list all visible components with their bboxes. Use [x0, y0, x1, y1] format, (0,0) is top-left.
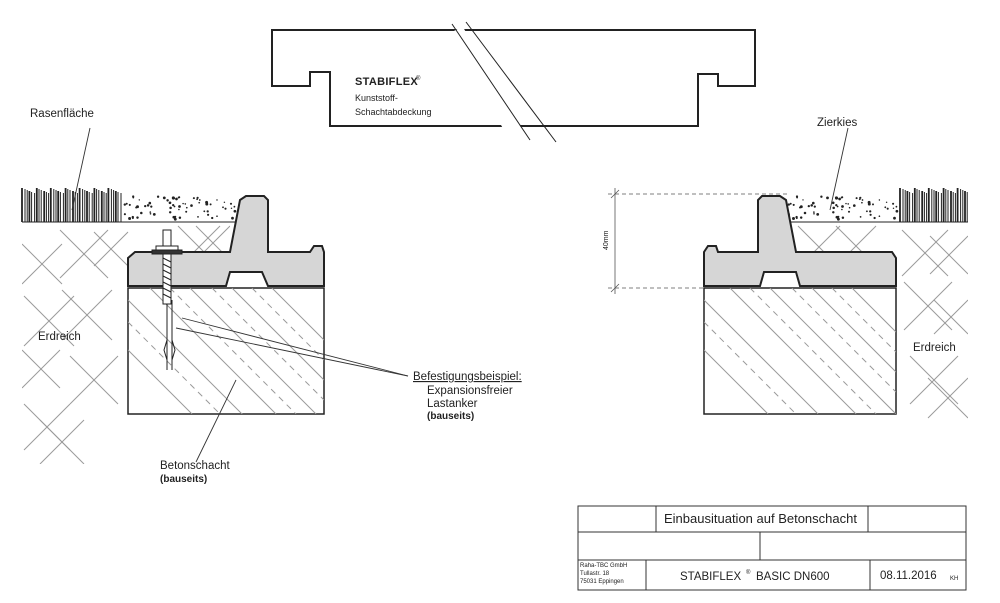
label-betonschacht: Betonschacht [160, 460, 230, 472]
label-erdreich-left: Erdreich [38, 331, 81, 343]
cover-line1: Kunststoff- [355, 93, 398, 103]
right-section: 40mm Zierkies Erdreich [603, 117, 968, 419]
label-erdreich-right: Erdreich [913, 342, 956, 354]
grass-left [21, 188, 122, 222]
dimension-label: 40mm [603, 230, 610, 250]
shaft-hatch-right [704, 288, 896, 414]
title-block-date: 08.11.2016 [880, 570, 937, 582]
ground-hatch-left [22, 225, 230, 464]
frame-profile-right [703, 195, 897, 287]
break-lines [448, 21, 557, 143]
title-block [577, 505, 967, 591]
anchor-bolt [151, 229, 183, 370]
title-block-title: Einbausituation auf Betonschacht [664, 511, 857, 526]
label-betonschacht-note: (bauseits) [160, 474, 207, 485]
grass-right [899, 188, 968, 222]
title-block-product-mark: ® [746, 569, 751, 576]
title-block-initials: KH [950, 576, 958, 582]
label-befestigung-note: (bauseits) [427, 411, 474, 422]
label-zierkies: Zierkies [817, 117, 858, 129]
gravel-right [787, 195, 899, 221]
leader-lines-right [829, 127, 849, 211]
shaft-hatch-left [128, 288, 324, 414]
label-rasenflaeche: Rasenfläche [30, 108, 94, 120]
label-befestigung-line2: Lastanker [427, 398, 478, 410]
cover-plate: STABIFLEX ® Kunststoff- Schachtabdeckung [271, 21, 756, 143]
concrete-shaft-right [703, 287, 897, 415]
label-befestigung-line1: Expansionsfreier [427, 385, 513, 397]
title-block-product-name: BASIC DN600 [756, 571, 830, 583]
left-section: Rasenfläche Erdreich Befestigungsbeispie… [21, 108, 522, 485]
title-block-company-line2: Tullastr. 18 [580, 571, 610, 577]
cover-brand: STABIFLEX [355, 76, 418, 88]
dimension-40mm [608, 188, 790, 294]
title-block-company-line1: Raha-TBC GmbH [580, 563, 627, 569]
cover-line2: Schachtabdeckung [355, 107, 432, 117]
title-block-company-line3: 75031 Eppingen [580, 579, 624, 585]
title-block-product-brand: STABIFLEX [680, 571, 741, 583]
cover-brand-mark: ® [416, 75, 421, 82]
label-befestigung-title: Befestigungsbeispiel: [413, 371, 522, 383]
gravel-left [123, 195, 237, 221]
leader-lines-left [71, 127, 409, 463]
concrete-shaft-left [127, 287, 325, 415]
frame-profile-left [127, 195, 325, 287]
